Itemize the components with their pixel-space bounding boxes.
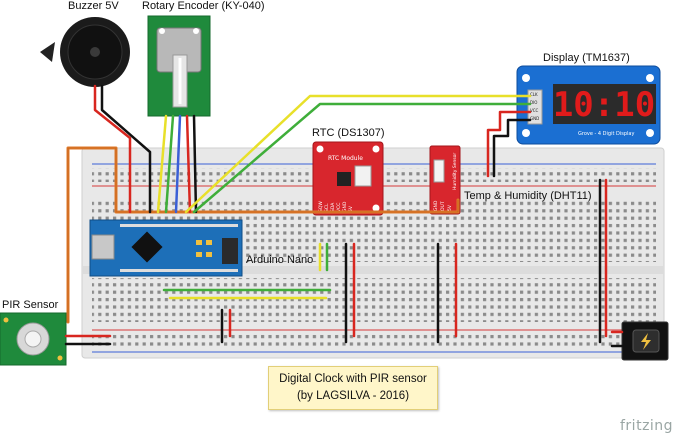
dht11-module: Humidity Sensor GND OUT 5V bbox=[429, 145, 461, 215]
display-label: Display (TM1637) bbox=[543, 52, 630, 64]
dht-label: Temp & Humidity (DHT11) bbox=[464, 190, 592, 202]
nano-label: Arduino Nano bbox=[246, 254, 314, 266]
wire-encoder-black bbox=[192, 114, 198, 214]
fritzing-watermark: fritzing bbox=[620, 418, 674, 434]
rotary-encoder bbox=[147, 15, 211, 117]
pir-label: PIR Sensor bbox=[2, 299, 59, 311]
wire-buzzer-red bbox=[93, 84, 132, 214]
display-pin-gnd: GND bbox=[530, 116, 539, 121]
wire-encoder-yellow bbox=[156, 114, 168, 214]
dht-pin-5v: 5V bbox=[447, 204, 453, 211]
wire-display-gnd bbox=[492, 118, 532, 178]
buzzer bbox=[40, 17, 130, 87]
rtc-pin-5v: 5V bbox=[348, 205, 354, 212]
wire-encoder-red bbox=[185, 114, 192, 214]
rtc-title: RTC Module bbox=[328, 155, 363, 162]
rtc-pin-sda: SDA bbox=[330, 202, 336, 212]
power-jack bbox=[621, 321, 669, 361]
caption-line-2: (by LAGSILVA - 2016) bbox=[296, 390, 410, 402]
display-pin-vcc: VCC bbox=[530, 108, 539, 113]
display-pin-dio: DIO bbox=[530, 100, 537, 105]
wire-orange-edge bbox=[67, 147, 459, 323]
wire-buzzer-black bbox=[100, 84, 152, 214]
mcu-chip bbox=[131, 231, 163, 263]
pir-sensor bbox=[0, 312, 67, 366]
wire-display-vcc bbox=[486, 110, 532, 178]
encoder-label: Rotary Encoder (KY-040) bbox=[142, 0, 265, 12]
caption-note: Digital Clock with PIR sensor (by LAGSIL… bbox=[268, 366, 438, 410]
breadboard bbox=[81, 147, 665, 359]
wires bbox=[64, 84, 624, 348]
display-digits: 10:10 bbox=[553, 85, 655, 125]
dht-pin-out: OUT bbox=[440, 201, 446, 211]
dht-board-text: Humidity Sensor bbox=[452, 153, 458, 190]
rtc-module: RTC Module SQW SCL SDA VCC GND 5V bbox=[312, 141, 384, 216]
caption-line-1: Digital Clock with PIR sensor bbox=[279, 373, 427, 385]
wire-display-dio bbox=[192, 102, 532, 214]
display-footer: Grove - 4 Digit Display bbox=[578, 131, 634, 137]
rtc-pin-gnd: GND bbox=[342, 201, 348, 212]
display-module: Grove - 4 Digit Display 10:10 CLK DIO VC… bbox=[516, 65, 661, 145]
wire-encoder-green bbox=[164, 114, 175, 214]
power-bolt-icon bbox=[641, 333, 651, 350]
rtc-label: RTC (DS1307) bbox=[312, 127, 385, 139]
wire-encoder-blue bbox=[174, 114, 182, 214]
rtc-pin-scl: SCL bbox=[324, 203, 330, 212]
dht-pin-gnd: GND bbox=[433, 200, 439, 211]
rtc-pin-vcc: VCC bbox=[336, 203, 342, 212]
arduino-nano bbox=[89, 219, 243, 277]
usb-port bbox=[91, 234, 115, 260]
buzzer-label: Buzzer 5V bbox=[68, 0, 119, 12]
wire-display-clk bbox=[184, 94, 532, 214]
display-pin-clk: CLK bbox=[530, 92, 538, 97]
rtc-pin-sqw: SQW bbox=[318, 201, 324, 212]
